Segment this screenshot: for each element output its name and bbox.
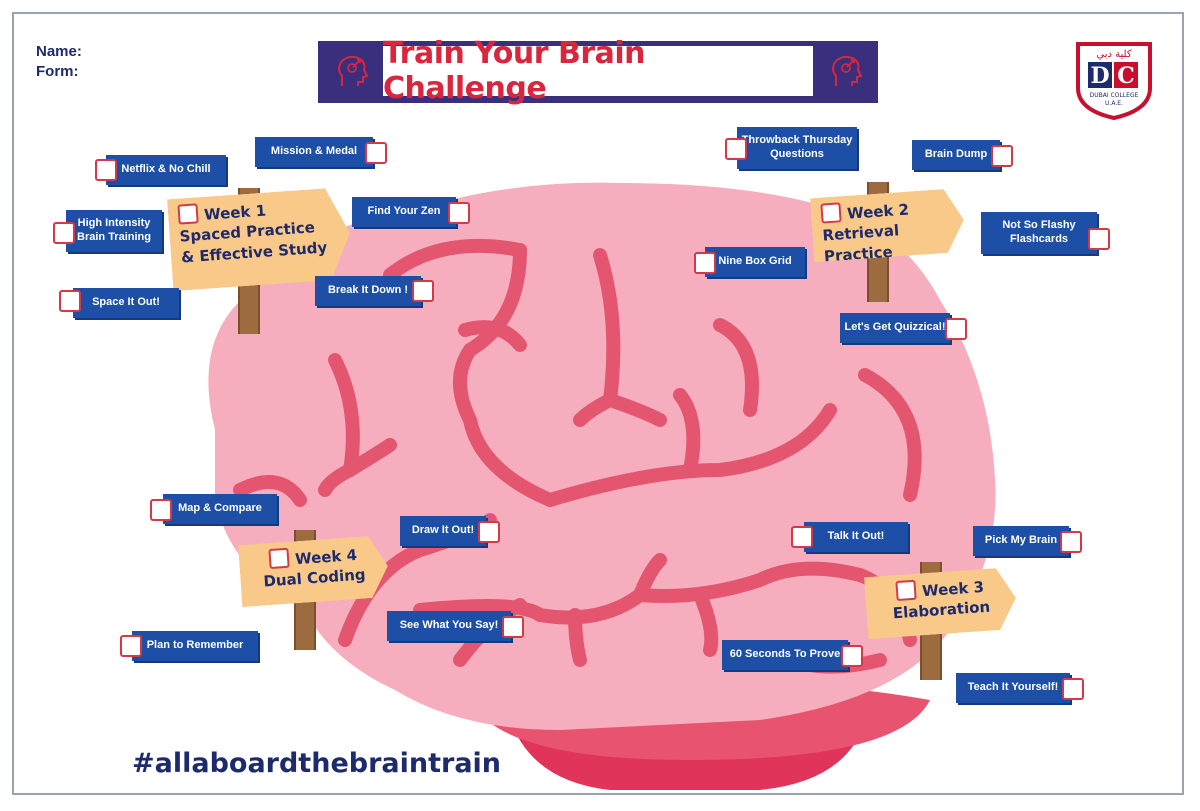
brain-head-icon xyxy=(338,55,369,86)
week2-checkbox[interactable] xyxy=(820,202,841,223)
task-brain-dump: Brain Dump xyxy=(912,140,1000,170)
task-plan-to-remember: Plan to Remember xyxy=(132,631,258,661)
brain-body xyxy=(208,182,996,730)
hashtag: #allaboardthebraintrain xyxy=(132,748,502,779)
task-plan-remember-checkbox[interactable] xyxy=(120,635,142,657)
dubai-college-logo: كلية دبي D C DUBAI COLLEGE U.A.E. xyxy=(1076,42,1152,120)
task-throwback-line2: Questions xyxy=(770,148,824,160)
week3-sign: Week 3 Elaboration xyxy=(864,567,1018,639)
task-high-intensity-line2: Brain Training xyxy=(77,231,151,243)
task-mission-checkbox[interactable] xyxy=(365,142,387,164)
task-break-it-down-checkbox[interactable] xyxy=(412,280,434,302)
task-teach-it-yourself: Teach It Yourself! xyxy=(956,673,1070,703)
task-draw-it-out-checkbox[interactable] xyxy=(478,521,500,543)
title-banner: Train Your Brain Challenge xyxy=(318,36,878,106)
task-high-intensity-checkbox[interactable] xyxy=(53,222,75,244)
task-find-your-zen: Find Your Zen xyxy=(352,197,456,227)
task-throwback-thursday: Throwback Thursday Questions xyxy=(737,127,857,169)
task-map-compare: Map & Compare xyxy=(163,494,277,524)
task-netflix-checkbox[interactable] xyxy=(95,159,117,181)
task-netflix-no-chill: Netflix & No Chill xyxy=(106,155,226,185)
task-flashy-line2: Flashcards xyxy=(1009,233,1069,245)
task-nine-box-checkbox[interactable] xyxy=(694,252,716,274)
task-see-what-you-say: See What You Say! xyxy=(387,611,511,641)
task-space-it-out-checkbox[interactable] xyxy=(59,290,81,312)
task-find-zen-checkbox[interactable] xyxy=(448,202,470,224)
name-label: Name: xyxy=(36,43,82,60)
week1-checkbox[interactable] xyxy=(177,203,198,224)
task-high-intensity-line1: High Intensity xyxy=(77,217,151,230)
task-break-it-down: Break It Down ! xyxy=(315,276,421,306)
task-teach-it-yourself-checkbox[interactable] xyxy=(1062,678,1084,700)
task-60-seconds-to-prove: 60 Seconds To Prove xyxy=(722,640,848,670)
task-high-intensity: High Intensity Brain Training xyxy=(66,210,162,252)
task-not-so-flashy: Not So Flashy Flashcards xyxy=(981,212,1097,254)
page-frame xyxy=(12,12,1184,795)
task-flashy-checkbox[interactable] xyxy=(1088,228,1110,250)
task-draw-it-out: Draw It Out! xyxy=(400,516,486,546)
task-flashy-line1: Not So Flashy xyxy=(1002,219,1076,232)
task-throwback-checkbox[interactable] xyxy=(725,138,747,160)
week2-title: Week 2 xyxy=(846,200,910,223)
task-talk-it-out: Talk It Out! xyxy=(804,522,908,552)
week2-sign: Week 2 Retrieval Practice xyxy=(810,188,966,262)
task-talk-it-out-checkbox[interactable] xyxy=(791,526,813,548)
logo-line1: DUBAI COLLEGE xyxy=(1090,92,1139,99)
week4-checkbox[interactable] xyxy=(268,548,289,569)
task-mission-medal: Mission & Medal xyxy=(255,137,373,167)
brain-folds xyxy=(233,238,922,674)
title-box: Train Your Brain Challenge xyxy=(383,36,813,106)
logo-arabic: كلية دبي xyxy=(1096,49,1131,60)
task-60-seconds-checkbox[interactable] xyxy=(841,645,863,667)
logo-c: C xyxy=(1117,63,1135,89)
task-quizzical-checkbox[interactable] xyxy=(945,318,967,340)
task-map-compare-checkbox[interactable] xyxy=(150,499,172,521)
logo-d: D xyxy=(1090,63,1109,89)
form-label: Form: xyxy=(36,63,79,80)
task-pick-my-brain: Pick My Brain xyxy=(973,526,1069,556)
task-see-what-checkbox[interactable] xyxy=(502,616,524,638)
logo-line2: U.A.E. xyxy=(1105,100,1123,107)
page-title: Train Your Brain Challenge xyxy=(383,36,646,106)
task-pick-my-brain-checkbox[interactable] xyxy=(1060,531,1082,553)
task-nine-box-grid: Nine Box Grid xyxy=(705,247,805,277)
week4-sign: Week 4 Dual Coding xyxy=(238,535,390,607)
brain-head-icon xyxy=(832,55,863,86)
week3-checkbox[interactable] xyxy=(895,580,916,601)
task-space-it-out: Space It Out! xyxy=(73,288,179,318)
task-brain-dump-checkbox[interactable] xyxy=(991,145,1013,167)
task-lets-get-quizzical: Let's Get Quizzical! xyxy=(840,313,950,343)
task-throwback-line1: Throwback Thursday xyxy=(741,134,853,147)
